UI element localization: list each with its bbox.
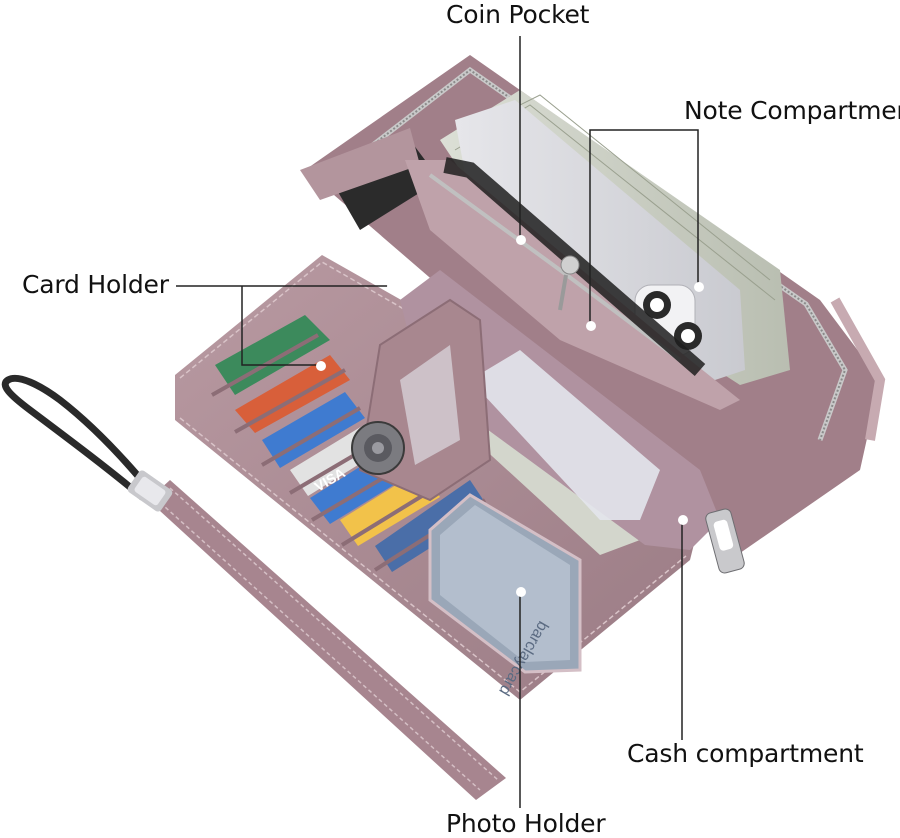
cash-compartment-dot [678, 515, 688, 525]
photo-holder-label: Photo Holder [446, 809, 606, 838]
card-holder-dot-2 [316, 361, 326, 371]
photo-holder-dot [516, 587, 526, 597]
coin-pocket [405, 157, 740, 410]
snap-strap [351, 298, 492, 502]
wrist-strap [1, 374, 506, 800]
note-compartment-dot [586, 321, 596, 331]
callout-lines [176, 36, 699, 808]
photo-holder: barclaycard [428, 493, 582, 698]
coin-pocket-dot [516, 235, 526, 245]
card-holder-dot [387, 281, 397, 291]
note-compartment-label: Note Compartmen [684, 96, 900, 125]
coin-pocket-label: Coin Pocket [446, 0, 590, 29]
callout-dots [316, 235, 704, 597]
cash-compartment-label: Cash compartment [627, 739, 864, 768]
note-compartment-leader [589, 129, 680, 325]
card-holder-label: Card Holder [22, 270, 169, 299]
note-compartment-dot-2 [694, 282, 704, 292]
zipper-pull [705, 508, 745, 574]
